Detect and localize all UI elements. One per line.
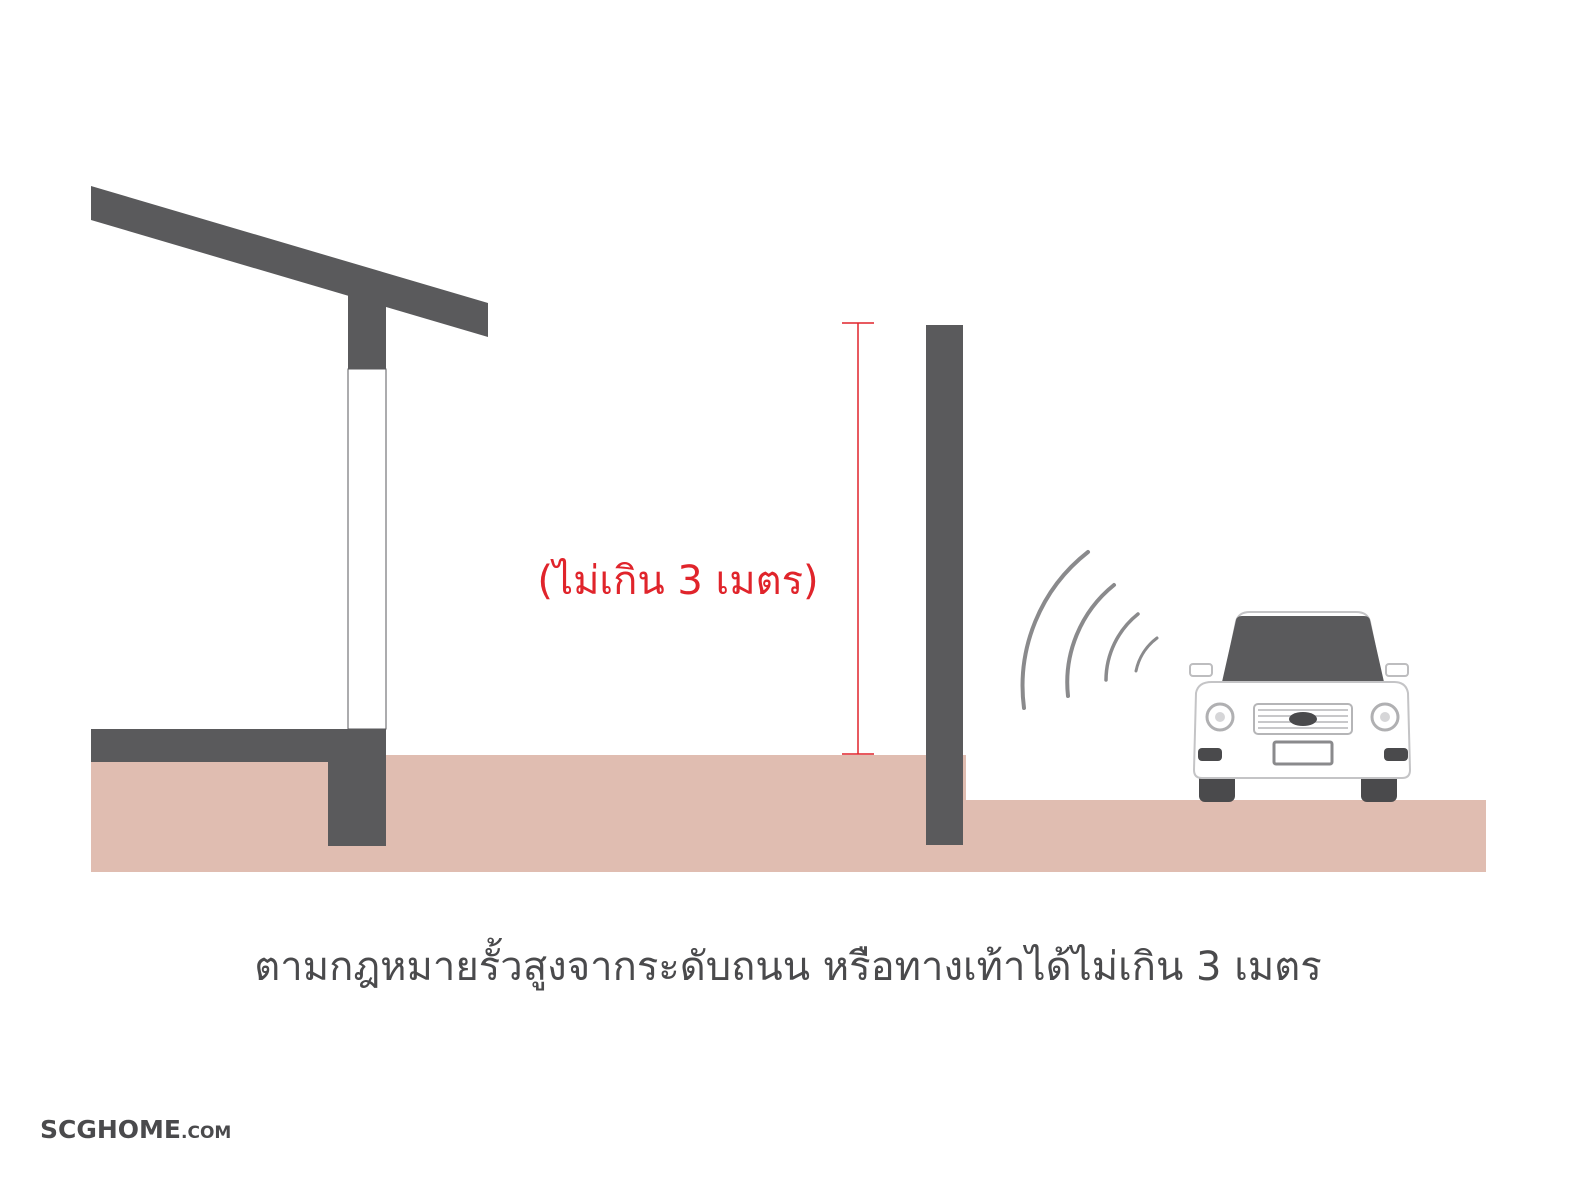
house-roof <box>91 186 488 337</box>
house-footing <box>328 729 386 846</box>
sound-wave-icon <box>1020 550 1159 710</box>
dimension-label: (ไม่เกิน 3 เมตร) <box>537 558 818 604</box>
road-ground <box>958 800 1486 872</box>
car-windshield <box>1222 616 1384 682</box>
brand-name: SCGHOME.COM <box>40 1115 231 1144</box>
car-emblem <box>1289 712 1317 726</box>
brand-name-suffix: .COM <box>181 1123 231 1143</box>
height-dimension <box>842 322 874 755</box>
brand-name-main: SCGHOME <box>40 1115 181 1144</box>
car-headlight-right-inner <box>1380 712 1390 722</box>
car-license-plate <box>1272 740 1334 766</box>
car-foglight-right <box>1384 748 1408 761</box>
car-mirror-right <box>1385 663 1409 677</box>
fence-wall <box>926 325 963 845</box>
house-post-top <box>348 294 386 369</box>
ground <box>91 755 1486 872</box>
car-mirror-left <box>1189 663 1213 677</box>
house-section <box>91 186 488 846</box>
car-foglight-left <box>1198 748 1222 761</box>
house-side-ground <box>91 755 966 872</box>
house-wall-opening <box>347 368 387 730</box>
brand-logo: SCGHOME.COM <box>40 1115 231 1144</box>
car-icon <box>1189 611 1412 802</box>
car-headlight-left-inner <box>1215 712 1225 722</box>
diagram-caption: ตามกฎหมายรั้วสูงจากระดับถนน หรือทางเท้าไ… <box>254 937 1321 990</box>
